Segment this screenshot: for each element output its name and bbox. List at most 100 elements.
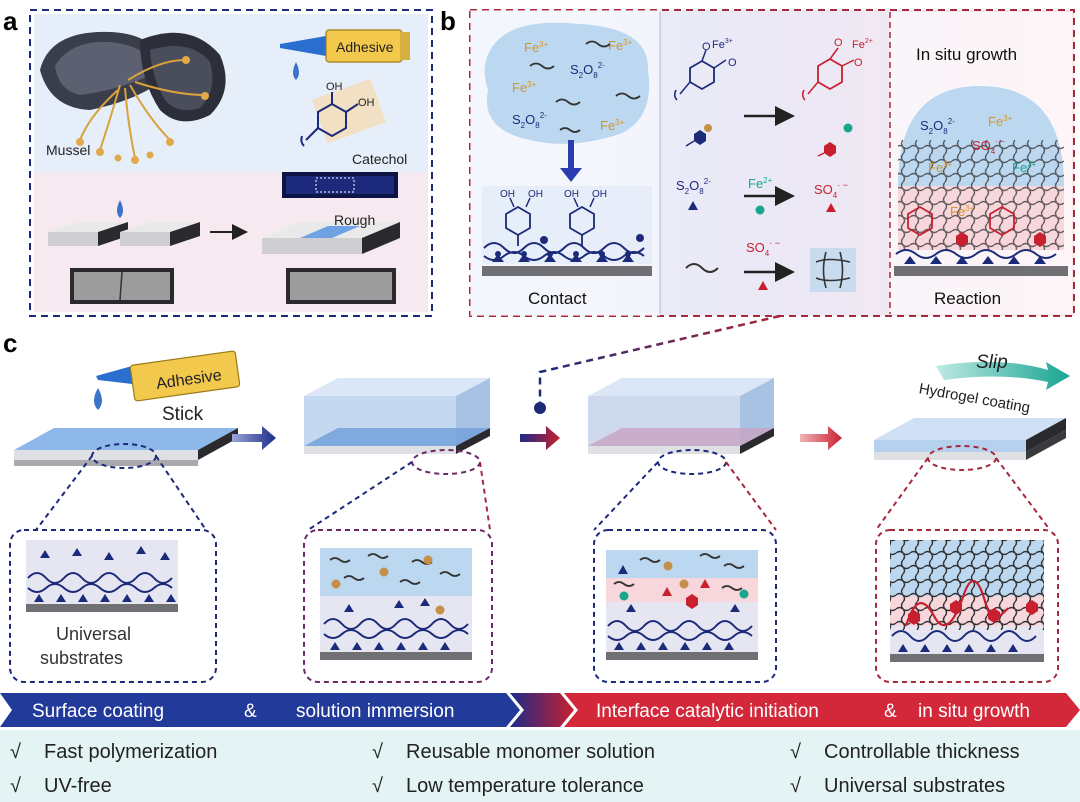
contact-label: Contact <box>528 289 587 308</box>
svg-text:Fe2+: Fe2+ <box>1012 160 1037 175</box>
mech-triangle-navy <box>688 201 698 210</box>
stick-label: Stick <box>162 404 204 425</box>
mech-quinone <box>801 47 855 157</box>
mech-fe3-complex: Fe3+ <box>712 38 733 51</box>
check-icon: √ <box>790 741 801 763</box>
zoom-callouts <box>35 443 1051 531</box>
feature-item: Controllable thickness <box>824 741 1020 763</box>
feature-item: Universal substrates <box>824 775 1005 797</box>
zoom-box-4 <box>875 529 1059 683</box>
feature-item: UV-free <box>44 775 112 797</box>
feature-item: Reusable monomer solution <box>406 741 655 763</box>
universal-label-1: Universal <box>56 624 131 644</box>
slip-arrow <box>936 361 1070 390</box>
contact-oh-3: OH <box>564 189 579 200</box>
rough-label: Rough <box>334 212 375 228</box>
feature-list-bg <box>0 730 1080 802</box>
reaction-ions: S2O82- Fe3+ SO4· − Fe3+ Fe2+ Fe3+ <box>920 114 1037 219</box>
process-banner: Surface coating & solution immersion Int… <box>0 693 1080 727</box>
hydrogel-label: Hydrogel coating <box>918 380 1032 416</box>
mussel-illustration <box>40 31 226 164</box>
svg-text:S2O82-: S2O82- <box>920 117 955 136</box>
mech-s2o8: S2O82- <box>676 177 711 196</box>
mechanism-fe-complex <box>673 49 727 101</box>
zoom-box-2 <box>303 529 493 683</box>
svg-text:S2O82-: S2O82- <box>570 61 605 80</box>
catechol-oh-1: OH <box>326 81 343 93</box>
stage-2-block <box>304 378 490 454</box>
adhesive-tube-a <box>280 29 410 80</box>
substrate-after <box>262 172 400 304</box>
contact-oh-1: OH <box>500 189 515 200</box>
banner-text-1: Surface coating <box>32 701 164 722</box>
banner-amp-2: & <box>884 701 897 722</box>
contact-oh-2: OH <box>528 189 543 200</box>
stage-1-slab <box>14 428 238 466</box>
drop-icon <box>117 200 123 218</box>
panel-a-letter: a <box>3 6 18 36</box>
banner-text-3: Interface catalytic initiation <box>596 701 819 722</box>
mussel-label: Mussel <box>46 142 90 158</box>
mech-so4-2: SO4· − <box>746 238 780 258</box>
panel-a: a Mussel Adhe <box>3 6 433 317</box>
banner-right <box>564 693 1080 727</box>
glue-drop-icon-c <box>94 388 102 410</box>
mech-o-3: O <box>834 37 843 49</box>
mech-fe2-label: Fe2+ <box>852 38 873 51</box>
banner-mid <box>510 693 574 727</box>
panel-b-letter: b <box>440 6 456 36</box>
contact-arrow <box>560 140 582 182</box>
zoom-box-3 <box>593 529 777 683</box>
feature-item: Fast polymerization <box>44 741 217 763</box>
mech-network-box <box>810 248 856 292</box>
adhesive-label-a: Adhesive <box>336 39 394 55</box>
catechol-oh-2: OH <box>358 97 375 109</box>
mech-hex-small <box>685 124 712 147</box>
svg-text:Fe3+: Fe3+ <box>608 38 633 53</box>
stage-arrow-3 <box>800 426 842 450</box>
svg-text:Fe3+: Fe3+ <box>600 118 625 133</box>
svg-text:SO4· −: SO4· − <box>972 137 1005 156</box>
check-icon: √ <box>372 775 383 797</box>
zoom-box-1 <box>9 529 217 683</box>
svg-text:Fe3+: Fe3+ <box>988 114 1013 129</box>
solution-blob <box>484 22 650 144</box>
mech-triangle-red-2 <box>758 281 768 290</box>
connector-dot <box>534 402 546 414</box>
contact-substrate <box>482 186 652 276</box>
mech-triangle-red <box>826 203 836 212</box>
banner-left <box>0 693 520 727</box>
feature-item: Low temperature tolerance <box>406 775 644 797</box>
in-situ-title: In situ growth <box>916 45 1017 64</box>
blob-ions: Fe3+ Fe3+ Fe3+ Fe3+ S2O82- S2O82- <box>512 38 641 133</box>
substrate-before <box>48 200 200 304</box>
glue-drop-icon <box>293 62 299 80</box>
mech-network <box>815 251 851 289</box>
stage-4-slab <box>874 418 1066 460</box>
mech-fe2: Fe2+ <box>748 176 773 191</box>
universal-label-2: substrates <box>40 648 123 668</box>
stage-3-block <box>588 378 774 454</box>
connector-b-to-c <box>538 314 781 402</box>
mech-so4-1: SO4· − <box>814 180 848 200</box>
reaction-surface <box>894 205 1068 276</box>
svg-text:S2O82-: S2O82- <box>512 111 547 130</box>
mech-o-4: O <box>854 57 863 69</box>
adhesive-tube-c <box>94 350 241 410</box>
panel-b: b Fe3+ Fe3+ Fe3+ Fe3+ S2O82- S2O82- <box>440 6 1075 317</box>
svg-text:Fe3+: Fe3+ <box>950 204 975 219</box>
check-icon: √ <box>10 741 21 763</box>
mech-fe2-dot <box>755 205 765 215</box>
svg-text:Fe3+: Fe3+ <box>928 160 953 175</box>
catechol-label: Catechol <box>352 151 407 167</box>
panel-c: c Adhesive Stick <box>3 328 1070 683</box>
svg-text:Fe3+: Fe3+ <box>512 80 537 95</box>
contact-oh-4: OH <box>592 189 607 200</box>
stage-arrow-1 <box>232 426 276 450</box>
mech-o-1: O <box>702 41 711 53</box>
banner-text-4: in situ growth <box>918 701 1030 722</box>
catechol-structure <box>300 78 386 147</box>
slip-label: Slip <box>976 352 1008 373</box>
check-icon: √ <box>372 741 383 763</box>
